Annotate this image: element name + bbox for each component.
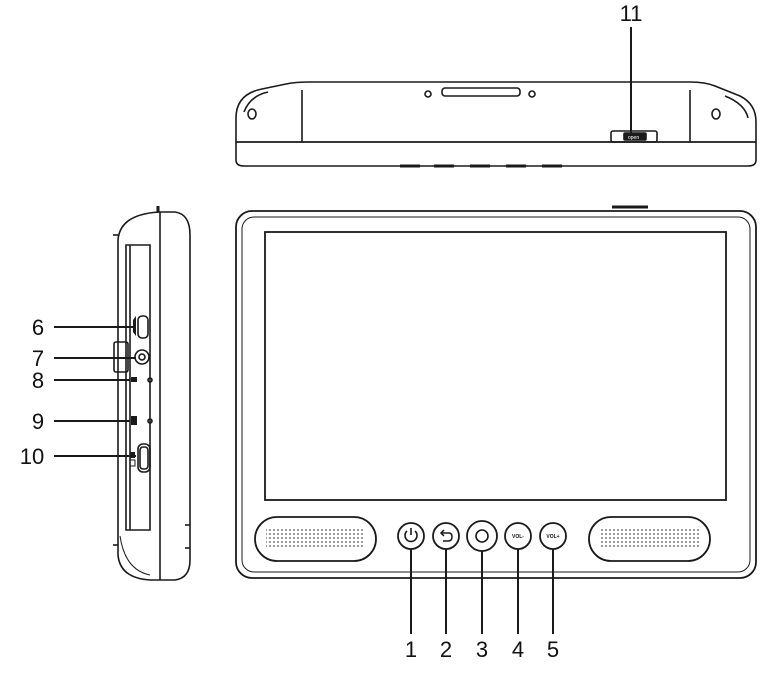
leader-lines	[54, 27, 632, 634]
callout-7: 7	[32, 346, 44, 371]
screen	[264, 231, 727, 501]
callout-1: 1	[405, 637, 417, 662]
right-speaker-grill	[588, 516, 711, 562]
front-view	[235, 205, 757, 579]
left-speaker-grill	[254, 516, 377, 562]
callout-3: 3	[476, 637, 488, 662]
open-switch-label: open	[628, 135, 639, 141]
mic-icon	[131, 416, 137, 425]
callout-2: 2	[440, 637, 452, 662]
power-button	[397, 522, 425, 550]
callout-11: 11	[620, 1, 643, 26]
callout-5: 5	[547, 637, 559, 662]
callout-8: 8	[32, 368, 44, 393]
side-port-icons	[129, 316, 137, 467]
top-view	[235, 81, 757, 168]
side-view	[113, 206, 191, 581]
back-arrow-icon	[441, 532, 453, 542]
back-button	[432, 522, 460, 550]
callout-numbers: 1 2 3 4 5 6 7 8 9 10 11	[20, 1, 643, 662]
callout-9: 9	[32, 409, 44, 434]
usb-icon	[133, 316, 136, 336]
front-buttons	[397, 520, 567, 552]
callout-4: 4	[512, 637, 524, 662]
reset-icon	[131, 377, 137, 382]
vol-plus-label: VOL+	[546, 534, 559, 540]
callout-10: 10	[20, 444, 44, 469]
home-button	[466, 520, 498, 552]
power-icon	[404, 530, 418, 543]
callout-6: 6	[32, 315, 44, 340]
speaker-dots	[266, 529, 699, 549]
vol-minus-label: VOL-	[512, 534, 524, 540]
